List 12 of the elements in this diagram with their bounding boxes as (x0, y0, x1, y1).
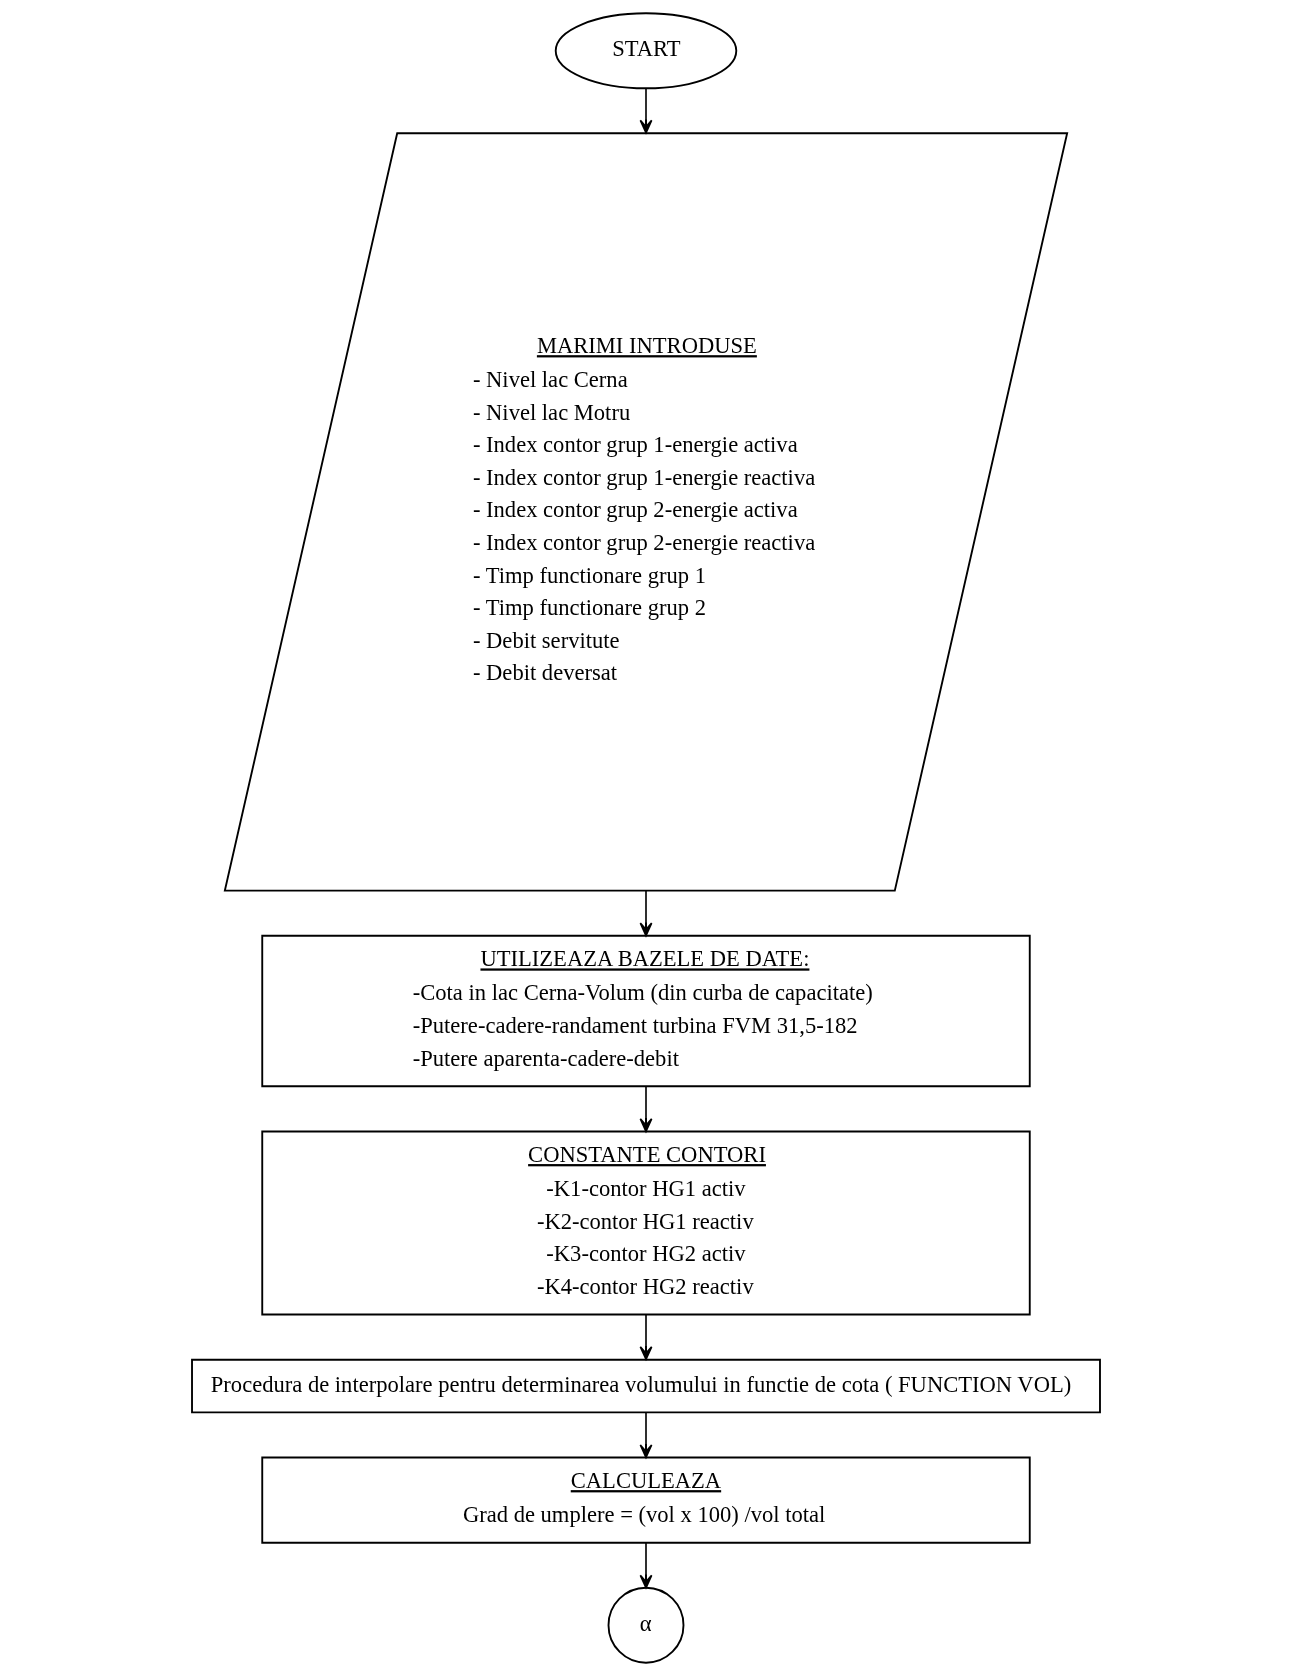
arrow (639, 1314, 653, 1361)
arrow (639, 1542, 653, 1589)
node-box: UTILIZEAZA BAZELE DE DATE: -Cota in lac Cerna-Volum (din curba de capacitate) -Putere-cadere-randament turbina FVM 31,5-182 -Putere aparenta-cadere-debit (261, 934, 1031, 1088)
node-ellipse: START (554, 12, 738, 90)
arrow (639, 1411, 653, 1459)
node-box: CONSTANTE CONTORI -K1-contor HG1 activ -K2-contor HG1 reactiv -K3-contor HG2 activ -K4-contor HG2 reactiv (261, 1130, 1031, 1316)
node-box: CALCULEAZA Grad de umplere = (vol x 100) /vol total (261, 1456, 1031, 1544)
arrow (639, 890, 653, 937)
node-box: Procedura de interpolare pentru determinarea volumului in functie de cota ( FUNCTION VOL) (191, 1358, 1101, 1414)
node-circle: α (607, 1586, 685, 1664)
arrow (639, 87, 653, 134)
arrow (639, 1085, 653, 1133)
